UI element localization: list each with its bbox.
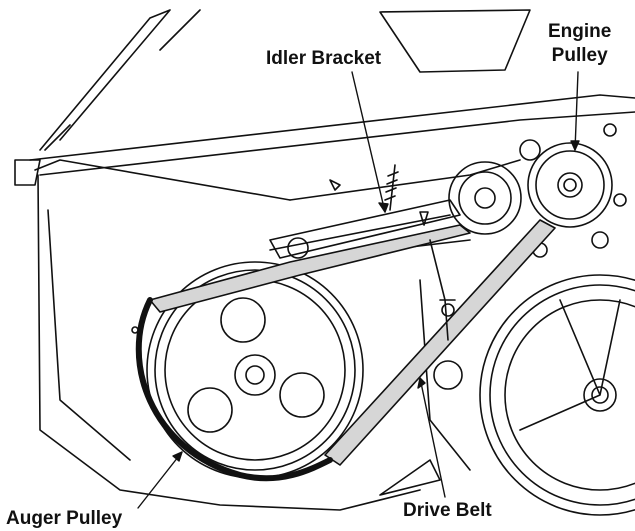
belt-wrap-auger [135, 297, 333, 482]
auger-pulley-label: Auger Pulley [4, 507, 125, 530]
engine-pulley-label-line2: Pulley [551, 45, 608, 66]
chute-plate [379, 9, 531, 73]
leader-lines [137, 71, 580, 509]
auger-hole-right [279, 372, 325, 418]
linkage-rod [429, 239, 463, 390]
top-handle-frame [39, 9, 201, 151]
hardware [131, 179, 429, 334]
drive-leader-line [419, 377, 446, 498]
auger-leader-arrow [172, 451, 183, 462]
idler-bracket [269, 164, 461, 259]
engine-pulley-label-line1: Engine [548, 21, 612, 42]
engine-pulley [519, 123, 627, 258]
belt-lower-run [324, 219, 556, 466]
engine-pulley-label: Engine Pulley [546, 20, 614, 68]
drive-belt [135, 219, 556, 482]
engine-leader-line [574, 71, 579, 151]
idler-leader-arrow [378, 202, 389, 213]
right-wheel [479, 274, 635, 516]
idler-bracket-label: Idler Bracket [264, 47, 384, 70]
drive-leader-arrow [417, 377, 426, 389]
engine-leader-arrow [570, 140, 580, 151]
auger-hole-top [220, 297, 266, 343]
deck-top-edge [29, 94, 635, 176]
idler-pulley [448, 161, 522, 235]
idler-spring [384, 164, 399, 211]
auger-leader-line [137, 451, 183, 509]
auger-hole-left [187, 387, 233, 433]
idler-leader-line [351, 71, 386, 213]
side-panel [37, 174, 421, 511]
belt-upper-run [149, 224, 471, 313]
lower-right-housing [379, 279, 471, 496]
left-housing [14, 159, 291, 201]
drive-belt-label: Drive Belt [401, 499, 494, 522]
auger-hub [234, 354, 276, 396]
